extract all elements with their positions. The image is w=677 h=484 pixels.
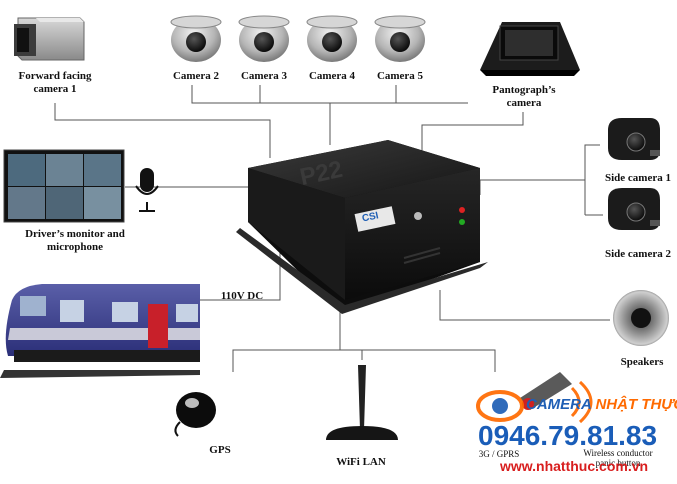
driver-monitor-label: Driver’s monitor and microphone (4, 228, 146, 254)
gprs-panic-icon (520, 372, 572, 410)
forward-camera-label-line1: Forward facing (18, 70, 92, 82)
gps-label: GPS (209, 444, 231, 456)
side-camera-1-icon (608, 118, 660, 160)
panic-button-label: Wireless conductor panic button (560, 448, 676, 468)
side-camera-1-label: Side camera 1 (605, 172, 671, 184)
driver-monitor-label-line2: microphone (46, 241, 104, 253)
connection-lines (54, 85, 610, 372)
speaker-icon (613, 290, 669, 346)
watermark-phone: 0946.79.81.83 (478, 420, 658, 451)
pantograph-camera-icon (480, 22, 580, 76)
dome-camera-5-icon (374, 15, 426, 62)
camera-2-label: Camera 2 (172, 70, 220, 82)
wifi-antenna-icon (326, 365, 398, 440)
watermark-brand-part2: NHẬT THỰC (595, 396, 677, 413)
watermark-logo-icon (476, 380, 593, 424)
pantograph-label-line1: Pantograph’s (492, 84, 556, 96)
forward-camera-label: Forward facing camera 1 (12, 70, 98, 96)
microphone-icon (135, 168, 159, 212)
dome-camera-4-icon (306, 15, 358, 62)
watermark-website: www.nhatthuc.com.vn (500, 458, 649, 474)
wifi-label: WiFi LAN (336, 456, 386, 468)
panic-label-line1: Wireless conductor (583, 448, 653, 458)
dvr-unit-icon (236, 140, 488, 314)
forward-camera-icon (14, 17, 85, 61)
gps-antenna-icon (174, 392, 216, 437)
speakers-label: Speakers (620, 356, 664, 368)
driver-monitor-label-line1: Driver’s monitor and (25, 228, 125, 240)
camera-4-label: Camera 4 (308, 70, 356, 82)
side-camera-2-label: Side camera 2 (605, 248, 671, 260)
power-label: 110V DC (220, 290, 264, 302)
watermark-brand-part1: CAMERA (526, 396, 592, 413)
train-icon (0, 284, 200, 378)
gprs-label: 3G / GPRS (478, 449, 520, 459)
panic-label-line2: panic button (595, 458, 641, 468)
pantograph-camera-label: Pantograph’s camera (486, 84, 562, 110)
side-camera-2-icon (608, 188, 660, 230)
watermark-brand-line: CAMERA NHẬT THỰC (526, 396, 677, 413)
pantograph-label-line2: camera (506, 97, 542, 109)
camera-5-label: Camera 5 (376, 70, 424, 82)
dome-camera-2-icon (170, 15, 222, 62)
driver-monitor-icon (3, 149, 125, 223)
dome-camera-3-icon (238, 15, 290, 62)
forward-camera-label-line2: camera 1 (33, 83, 77, 95)
camera-3-label: Camera 3 (240, 70, 288, 82)
